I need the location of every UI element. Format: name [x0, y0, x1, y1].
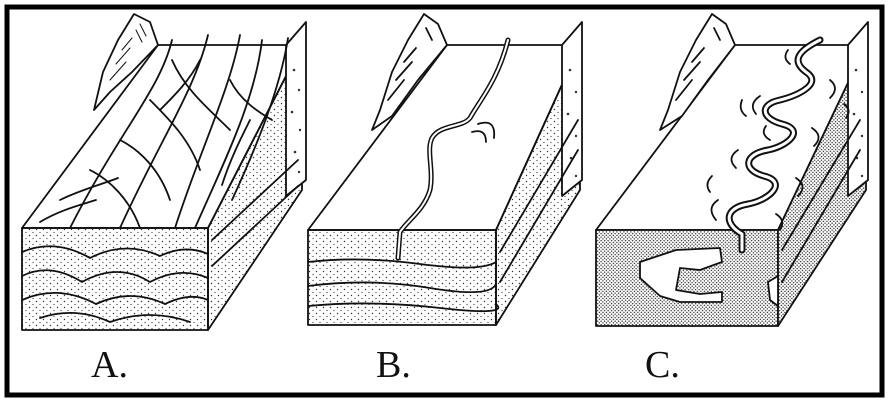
panel-c-label: C.	[645, 346, 680, 384]
panel-a-block	[22, 14, 306, 330]
panel-a-label: A.	[91, 346, 128, 384]
panel-c-block	[596, 14, 868, 326]
panel-b-block	[308, 14, 582, 325]
panel-b-label: B.	[376, 346, 411, 384]
